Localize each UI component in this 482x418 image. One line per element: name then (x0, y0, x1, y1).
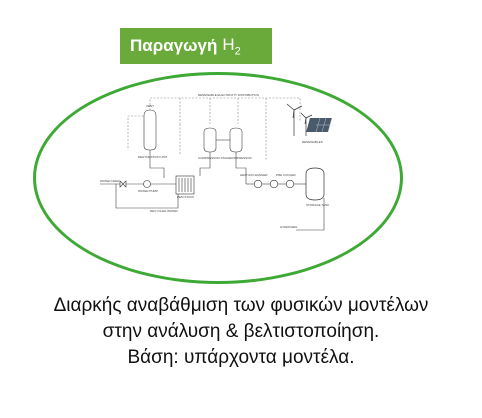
heat-exchanger-icons (253, 179, 295, 189)
diagram-ellipse-frame (33, 72, 403, 284)
storage-tank (305, 167, 325, 201)
caption: Διαρκής αναβάθμιση των φυσικών μοντέλων … (0, 293, 482, 371)
label-pre-cooler: PRE COOLER (276, 173, 297, 177)
section-title: Παραγωγή H2 (120, 28, 272, 64)
caption-line-2: στην ανάλυση & βελτιστοποίηση. (102, 321, 380, 342)
label-top-bus: RENEWABLE ELECTRICITY DISTRIBUTION (198, 93, 259, 97)
label-heat-exchanger: HEAT EXCHANGER (240, 173, 268, 177)
label-compressor-2: COMPRESSOR (230, 156, 253, 160)
title-formula: H2 (222, 34, 241, 58)
label-storage-tank: STORAGE TANK (306, 203, 329, 207)
label-recycled-water: RECYCLED WATER (150, 209, 179, 213)
caption-line-1: Διαρκής αναβάθμιση των φυσικών μοντέλων (53, 295, 429, 316)
solar-panel-icon (306, 117, 336, 133)
label-pem-stack: PEM STACK (177, 195, 194, 199)
process-lines (100, 150, 325, 231)
label-vent: VENT (146, 104, 154, 108)
wind-turbine-icon (286, 103, 313, 136)
vent-separator (143, 109, 157, 151)
label-water-feed: WATER FEED (100, 179, 120, 183)
label-dehydration: DEHYDRATION UNIT (138, 155, 168, 159)
water-pump-icon (143, 180, 151, 188)
caption-line-3: Βάση: υπάρχοντα μοντέλα. (127, 347, 355, 368)
compressor-vessels (203, 127, 243, 153)
label-hydrogen: HYDROGEN (280, 225, 297, 229)
label-renewables: RENEWABLES (302, 140, 323, 144)
pem-stack (175, 175, 195, 195)
label-compressor-stage: COMPRESSOR STAGE (198, 156, 230, 160)
label-water-pump: WATER PUMP (138, 189, 158, 193)
title-bold: Παραγωγή (130, 36, 218, 55)
process-flow-diagram: RENEWABLE ELECTRICITY DISTRIBUTION RENEW… (100, 93, 336, 231)
valve-icon (119, 180, 127, 188)
